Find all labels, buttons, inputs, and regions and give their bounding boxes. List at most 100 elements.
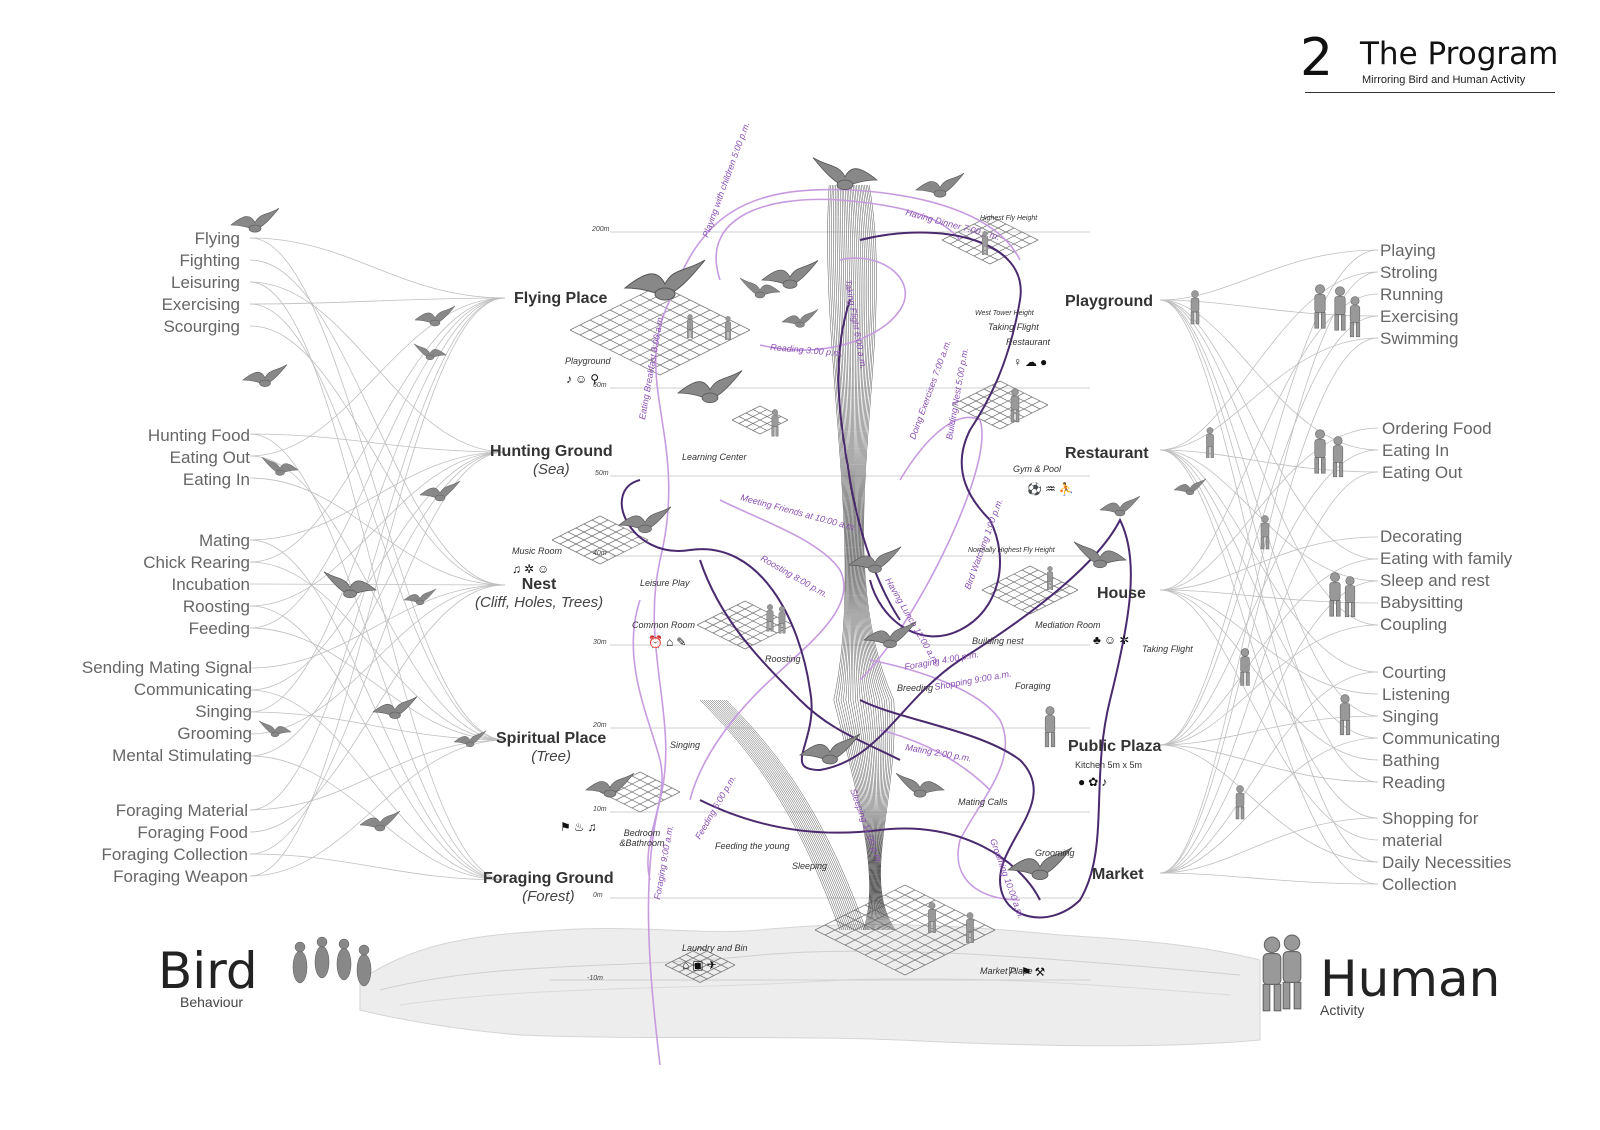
bird-silhouette-icon bbox=[676, 370, 743, 404]
connection-line bbox=[249, 561, 506, 741]
iso-grid bbox=[569, 284, 751, 376]
room-amenity-icon: ⚽♒⛹ bbox=[1027, 482, 1077, 496]
connection-line bbox=[1159, 558, 1379, 746]
tower-strand bbox=[857, 184, 887, 931]
connection-line bbox=[249, 477, 506, 586]
bird-behaviour: Eating In bbox=[182, 470, 250, 489]
bird-behaviour-group-2: Hunting Food Eating Out Eating In bbox=[148, 425, 250, 491]
tower-strand bbox=[851, 184, 882, 931]
bird-behaviour: Grooming bbox=[177, 724, 252, 743]
schedule-label: Roosting 8:00 p.m. bbox=[759, 553, 829, 599]
bird-silhouette-icon bbox=[419, 480, 461, 502]
connection-line bbox=[1159, 271, 1379, 451]
human-figure-icon bbox=[771, 409, 779, 437]
tower-strand bbox=[838, 184, 873, 931]
zone-name: Spiritual Place bbox=[496, 730, 607, 747]
tower-strand bbox=[836, 184, 873, 931]
connection-line bbox=[249, 433, 506, 453]
connection-line bbox=[1159, 249, 1379, 301]
bird-behaviour: Roosting bbox=[182, 597, 250, 616]
branch-strand bbox=[713, 699, 855, 931]
bird-silhouette-icon bbox=[372, 696, 418, 719]
header-title: The Program bbox=[1360, 36, 1559, 72]
connection-line bbox=[249, 627, 506, 741]
human-figure-icon bbox=[1047, 566, 1053, 590]
bird-silhouettes bbox=[230, 157, 1207, 987]
bird-behaviour: Chick Rearing bbox=[143, 553, 250, 572]
bird-silhouette-icon bbox=[453, 730, 487, 748]
header-number: 2 bbox=[1300, 28, 1334, 88]
human-activity-group-4: Courting Listening Singing Communicating… bbox=[1382, 662, 1500, 794]
activity-tag: Roosting bbox=[765, 654, 801, 664]
schedule-label: Reading 3:00 p.m. bbox=[770, 342, 844, 358]
bird-silhouette-icon bbox=[895, 772, 945, 798]
human-figure-icon bbox=[982, 231, 988, 255]
human-activity: Exercising bbox=[1380, 307, 1459, 326]
bird-zone-foraging-ground: Foraging Ground (Forest) bbox=[483, 870, 614, 905]
level-label: 50m bbox=[595, 470, 609, 477]
human-zone-restaurant: Restaurant bbox=[1065, 445, 1149, 462]
activity-tag: Feeding the young bbox=[715, 841, 790, 851]
human-figure-icon bbox=[687, 314, 693, 338]
level-label: 40m bbox=[593, 550, 607, 557]
bird-behaviour: Eating Out bbox=[169, 448, 250, 467]
human-figure-icon bbox=[1339, 694, 1351, 736]
bird-behaviour: Foraging Weapon bbox=[113, 867, 248, 886]
connection-line bbox=[1159, 299, 1379, 783]
activity-tag: Taking Flight bbox=[988, 322, 1039, 332]
height-note: Normally Highest Fly Height bbox=[968, 547, 1055, 554]
connection-line bbox=[1159, 744, 1379, 783]
room-label: Learning Center bbox=[682, 452, 747, 462]
branch-strand bbox=[719, 699, 861, 931]
branch-strand bbox=[703, 699, 845, 931]
human-figure-icon bbox=[1262, 936, 1282, 1012]
connection-line bbox=[1159, 536, 1379, 591]
human-activity: Stroling bbox=[1380, 263, 1438, 282]
tower-strand bbox=[858, 184, 888, 931]
terrain bbox=[359, 924, 1261, 1047]
room-label: Market Place bbox=[980, 966, 1033, 976]
connection-line bbox=[1159, 299, 1379, 863]
iso-grid bbox=[664, 947, 736, 983]
bird-behaviour-group-3: Mating Chick Rearing Incubation Roosting… bbox=[143, 530, 250, 640]
connection-line bbox=[1159, 449, 1379, 885]
connection-line bbox=[1159, 589, 1379, 841]
tower-strand bbox=[833, 184, 872, 931]
header-rule bbox=[1305, 92, 1555, 93]
bird-behaviour: Mental Stimulating bbox=[112, 746, 252, 765]
bird-silhouette-icon bbox=[314, 936, 330, 979]
room-amenity-icon: ●✿♪ bbox=[1078, 775, 1111, 789]
room-label: Common Room bbox=[632, 620, 696, 630]
level-label: 20m bbox=[593, 722, 607, 729]
branch-strand bbox=[701, 699, 843, 931]
connection-line bbox=[249, 281, 506, 453]
human-figure-icon bbox=[1235, 785, 1245, 820]
bird-behaviour: Incubation bbox=[171, 575, 250, 594]
central-tower bbox=[699, 184, 896, 931]
room-amenity-icon: ♣☺✲ bbox=[1093, 633, 1133, 647]
connection-line bbox=[1159, 817, 1379, 874]
human-zone-public-plaza: Public Plaza bbox=[1068, 738, 1162, 755]
level-label: -10m bbox=[587, 975, 603, 982]
room-amenity-icon: ⚐⚑⚒ bbox=[1007, 965, 1049, 979]
connection-line bbox=[249, 237, 506, 741]
activity-tag: Sleeping bbox=[792, 861, 828, 871]
branch-strand bbox=[717, 699, 859, 931]
zone-name: Flying Place bbox=[514, 290, 608, 307]
iso-grid bbox=[981, 565, 1079, 615]
bird-silhouette-icon bbox=[413, 343, 447, 361]
bird-silhouette-icon bbox=[258, 720, 292, 738]
room-label: Playground bbox=[565, 356, 611, 366]
human-figure-icon bbox=[1329, 572, 1341, 617]
level-label: 60m bbox=[593, 382, 607, 389]
human-figure-icon bbox=[966, 912, 974, 943]
tower-strand bbox=[854, 184, 885, 931]
zone-name: Foraging Ground bbox=[483, 870, 614, 887]
tower-strand bbox=[834, 184, 872, 931]
human-zone-market: Market bbox=[1092, 866, 1144, 883]
human-side-subtitle: Activity bbox=[1320, 1002, 1365, 1018]
branch-strand bbox=[705, 699, 847, 931]
human-activity: Running bbox=[1380, 285, 1444, 304]
connection-line bbox=[1159, 337, 1379, 451]
human-activity-group-2: Ordering Food Eating In Eating Out bbox=[1382, 418, 1492, 484]
